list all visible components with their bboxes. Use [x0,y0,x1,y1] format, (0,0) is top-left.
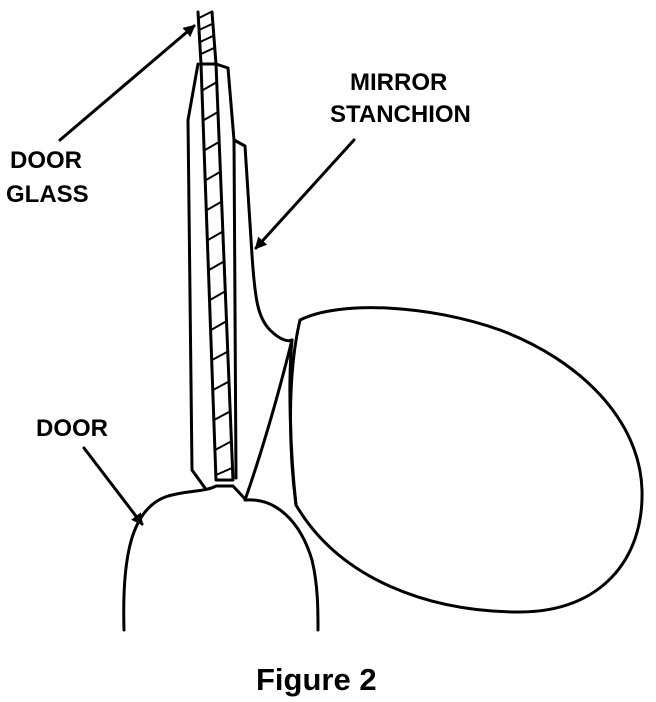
mirror-stanchion-arrow [254,138,356,250]
mirror-housing [289,306,644,614]
door-glass-arrow [58,24,196,142]
glass-channel [186,62,254,490]
glass-hatching [198,11,233,476]
door-arrow [82,446,144,526]
label-door: DOOR [36,415,108,442]
label-mirror-stanchion-line1: MIRROR [350,69,447,96]
door-body [122,484,320,632]
label-door-glass-line2: GLASS [6,181,89,208]
label-mirror-stanchion-line2: STANCHION [330,101,471,128]
figure-caption: Figure 2 [256,662,377,697]
label-door-glass-line1: DOOR [10,147,82,174]
door-glass-pane [196,10,235,482]
mirror-stanchion [243,253,298,507]
